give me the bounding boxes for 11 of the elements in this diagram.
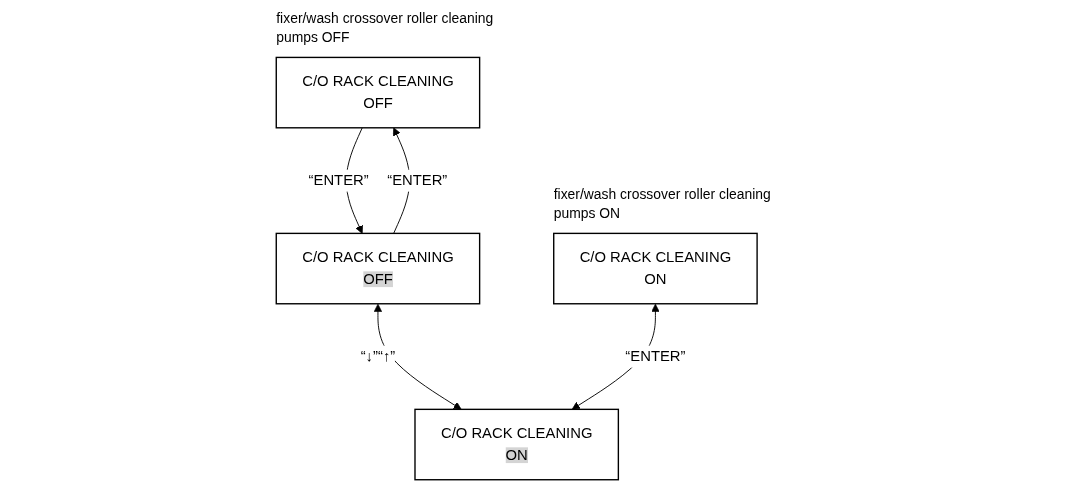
edge-label: “↓”“↑” bbox=[360, 348, 395, 364]
node-box bbox=[552, 232, 758, 305]
node-box bbox=[275, 232, 480, 305]
node-box bbox=[413, 408, 619, 481]
edge-label: “ENTER” bbox=[308, 172, 369, 189]
edge-label: “ENTER” bbox=[624, 348, 686, 364]
edge-label: “ENTER” bbox=[386, 172, 447, 189]
flowchart: “ENTER” “ENTER” “↓”“↑” “ENTER” fixer/wash crossover roller cleaning pumps OFF C/O RACK CLEANING OFF C/O RACK CLEANING OFF fixer/wash crossover roller cleaning pumps ON C/O RACK CLEANING ON C/O RACK CLEANING ON bbox=[266, 0, 804, 489]
node-caption: fixer/wash crossover roller cleaning pumps OFF bbox=[275, 9, 494, 46]
node-box bbox=[275, 56, 480, 129]
node-caption: fixer/wash crossover roller cleaning pumps ON bbox=[553, 185, 772, 222]
